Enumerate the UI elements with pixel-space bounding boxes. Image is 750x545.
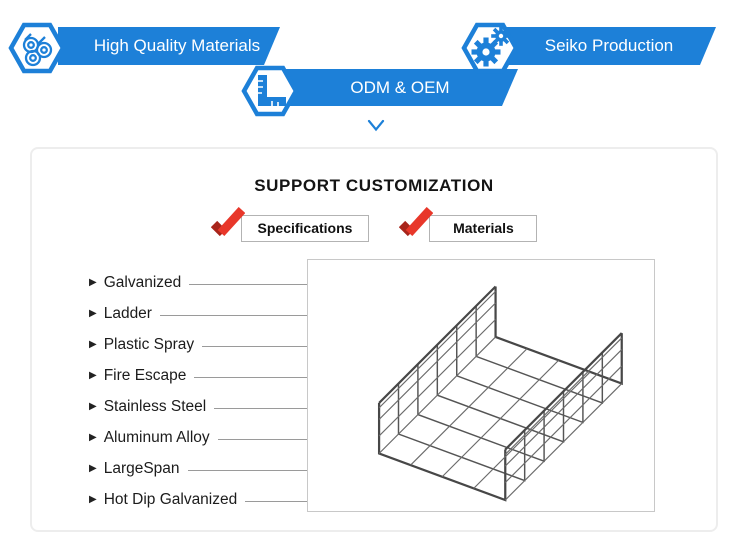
banner-odm-oem: ODM & OEM [266, 69, 518, 106]
connector-line [214, 407, 309, 409]
option-label: Ladder [103, 304, 152, 322]
connector-line [187, 469, 309, 471]
triangle-bullet-icon: ▶ [89, 462, 97, 474]
connector-line [194, 376, 309, 378]
option-label: Fire Escape [103, 366, 187, 384]
tag-label: Specifications [240, 215, 370, 242]
red-check-icon [210, 206, 245, 242]
product-image-frame [307, 259, 655, 512]
red-check-icon [399, 206, 434, 242]
triangle-bullet-icon: ▶ [89, 369, 97, 381]
tag-specifications: Specifications [210, 206, 370, 242]
list-item: ▶ Aluminum Alloy [89, 422, 309, 453]
option-label: Aluminum Alloy [103, 428, 210, 446]
chevron-down-icon [367, 119, 385, 133]
connector-line [245, 500, 309, 502]
triangle-bullet-icon: ▶ [89, 493, 97, 505]
list-item: ▶ Ladder [89, 298, 309, 329]
triangle-bullet-icon: ▶ [89, 400, 97, 412]
gears-icon [461, 19, 519, 77]
triangle-bullet-icon: ▶ [89, 276, 97, 288]
pipes-icon [8, 19, 66, 77]
list-item: ▶ Hot Dip Galvanized [89, 484, 309, 515]
option-label: Galvanized [103, 273, 182, 291]
connector-line [202, 345, 309, 347]
triangle-bullet-icon: ▶ [89, 307, 97, 319]
option-label: Stainless Steel [103, 397, 207, 415]
tag-materials: Materials [399, 206, 538, 242]
support-customization-card: SUPPORT CUSTOMIZATION Specifications [30, 147, 718, 532]
square-ruler-icon [241, 62, 299, 120]
list-item: ▶ Plastic Spray [89, 329, 309, 360]
option-label: Hot Dip Galvanized [103, 490, 238, 508]
banner-label: High Quality Materials [93, 36, 261, 55]
options-list: ▶ Galvanized ▶ Ladder ▶ Plastic Spray ▶ … [89, 267, 309, 515]
triangle-bullet-icon: ▶ [89, 338, 97, 350]
connector-line [217, 438, 309, 440]
tag-row: Specifications Materials [32, 206, 716, 242]
wire-mesh-cable-tray-image [377, 285, 623, 502]
list-item: ▶ Fire Escape [89, 360, 309, 391]
banner-seiko-production: Seiko Production [486, 27, 716, 65]
card-title: SUPPORT CUSTOMIZATION [254, 176, 494, 195]
list-item: ▶ LargeSpan [89, 453, 309, 484]
option-label: Plastic Spray [103, 335, 195, 353]
list-item: ▶ Galvanized [89, 267, 309, 298]
connector-line [189, 283, 309, 285]
connector-line [159, 314, 309, 316]
tag-label: Materials [429, 215, 538, 242]
banner-label: ODM & OEM [350, 77, 450, 97]
banner-high-quality-materials: High Quality Materials [58, 27, 280, 65]
banner-label: Seiko Production [544, 36, 674, 55]
option-label: LargeSpan [103, 459, 180, 477]
triangle-bullet-icon: ▶ [89, 431, 97, 443]
list-item: ▶ Stainless Steel [89, 391, 309, 422]
